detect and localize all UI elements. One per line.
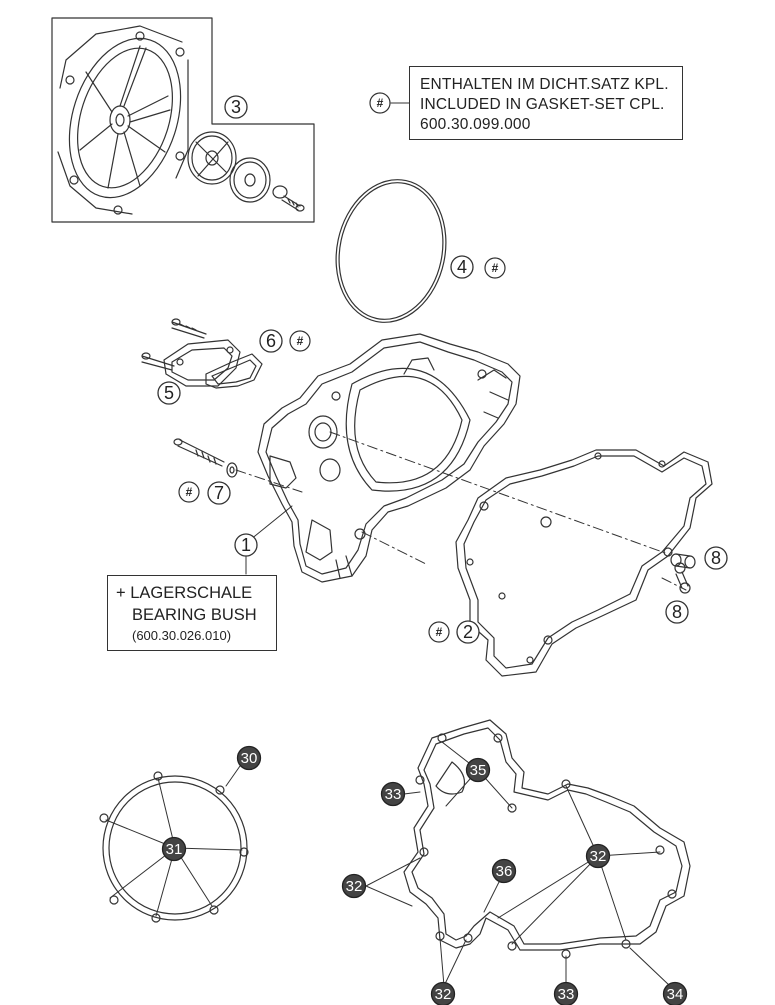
gasket-part-2 xyxy=(455,449,713,677)
bolt-and-washer-part-7 xyxy=(173,438,238,478)
callout-8-upper: 8 xyxy=(704,546,728,570)
callout-34: 34 xyxy=(662,981,688,1005)
callout-31: 31 xyxy=(161,836,187,862)
clutch-cover-part-1 xyxy=(257,333,521,583)
hash-badge-label: # xyxy=(186,485,193,499)
o-ring-part-4 xyxy=(335,179,447,323)
callout-5: 5 xyxy=(157,381,181,405)
hash-badge-4: # xyxy=(484,257,506,279)
crankcase-gasket-part-32-36 xyxy=(403,719,691,959)
hash-badge-2: # xyxy=(428,621,450,643)
inset-frame-part-3 xyxy=(51,17,315,223)
bearing-note-line-2: BEARING BUSH xyxy=(132,606,257,624)
callout-3: 3 xyxy=(224,95,248,119)
bearing-bush-note: + LAGERSCHALE BEARING BUSH (600.30.026.0… xyxy=(107,575,277,651)
dowel-pin-lower xyxy=(674,562,691,594)
callout-33-bottom-label: 33 xyxy=(558,986,575,1003)
hash-badge-7: # xyxy=(178,481,200,503)
dowel-pin-upper xyxy=(670,553,696,569)
water-pump-gasket xyxy=(205,353,263,389)
assembly-lines xyxy=(235,431,687,591)
callout-7: 7 xyxy=(207,481,231,505)
callout-4: 4 xyxy=(450,255,474,279)
cover-washer-small xyxy=(229,157,271,203)
leader-lines-31-30 xyxy=(105,765,243,917)
callout-7-label: 7 xyxy=(214,483,224,503)
hash-badge-label: # xyxy=(436,625,443,639)
callout-36: 36 xyxy=(491,858,517,884)
callout-6-label: 6 xyxy=(266,331,276,351)
callout-30-label: 30 xyxy=(241,750,258,767)
bearing-note-part-number: (600.30.026.010) xyxy=(132,628,232,643)
hash-badge-gasket-note: # xyxy=(369,92,391,114)
callout-33-bottom: 33 xyxy=(553,981,579,1005)
callout-32-left-label: 32 xyxy=(346,878,363,895)
callout-6: 6 xyxy=(259,329,283,353)
callout-35-label: 35 xyxy=(470,762,487,779)
cover-washer-large xyxy=(187,131,237,185)
gasket-note-line-1: ENTHALTEN IM DICHT.SATZ KPL. xyxy=(420,76,669,93)
cover-bolt xyxy=(272,185,305,212)
callout-36-label: 36 xyxy=(496,863,513,880)
callout-3-label: 3 xyxy=(231,97,241,117)
gasket-note-part-number: 600.30.099.000 xyxy=(420,116,531,133)
callout-2: 2 xyxy=(456,620,480,644)
callout-4-label: 4 xyxy=(457,257,467,277)
hash-badge-label: # xyxy=(492,261,499,275)
water-pump-cover-part-5 xyxy=(141,318,241,387)
leader-lines-bottom-right xyxy=(365,741,671,987)
callout-32-right-label: 32 xyxy=(590,848,607,865)
hash-badge-6: # xyxy=(289,330,311,352)
callout-31-label: 31 xyxy=(166,841,183,858)
callout-8-lower: 8 xyxy=(665,600,689,624)
hash-badge-label: # xyxy=(377,96,384,110)
gasket-note-line-2: INCLUDED IN GASKET-SET CPL. xyxy=(420,96,665,113)
callout-2-label: 2 xyxy=(463,622,473,642)
callout-32-right: 32 xyxy=(585,843,611,869)
callout-32-bottom-label: 32 xyxy=(435,986,452,1003)
callout-1: 1 xyxy=(234,533,258,557)
callout-8-upper-label: 8 xyxy=(711,548,721,568)
callout-33-left: 33 xyxy=(380,781,406,807)
callout-1-label: 1 xyxy=(241,535,251,555)
callout-30: 30 xyxy=(236,745,262,771)
callout-32-bottom: 32 xyxy=(430,981,456,1005)
hash-badge-label: # xyxy=(297,334,304,348)
callout-5-label: 5 xyxy=(164,383,174,403)
outer-clutch-cover xyxy=(57,25,189,215)
callout-33-left-label: 33 xyxy=(385,786,402,803)
bearing-note-line-1: + LAGERSCHALE xyxy=(116,584,253,602)
gasket-set-note: ENTHALTEN IM DICHT.SATZ KPL. INCLUDED IN… xyxy=(409,66,683,140)
callout-32-left: 32 xyxy=(341,873,367,899)
callout-34-label: 34 xyxy=(667,986,684,1003)
callout-35: 35 xyxy=(465,757,491,783)
callout-8-lower-label: 8 xyxy=(672,602,682,622)
